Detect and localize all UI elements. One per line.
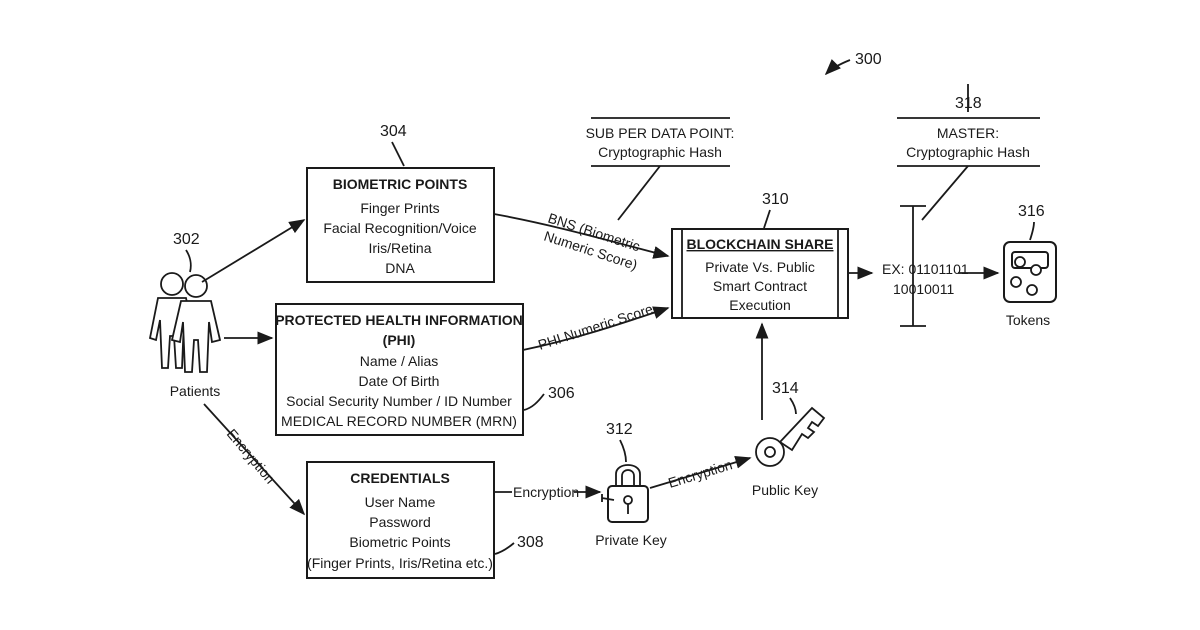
public-key-label: Public Key xyxy=(752,482,818,498)
tokens-icon xyxy=(1004,242,1056,302)
patients-icon xyxy=(150,273,220,372)
tokens-ref: 316 xyxy=(1018,203,1045,220)
master-hash-title: MASTER: xyxy=(937,125,999,141)
phi-line: Date Of Birth xyxy=(359,373,440,389)
master-hash-subtitle: Cryptographic Hash xyxy=(906,144,1030,160)
patients-to-biometric-arrow xyxy=(202,220,304,282)
biometric-ref: 304 xyxy=(380,123,407,140)
tokens-ref-pointer xyxy=(1030,222,1034,240)
patients-encryption-label: Encryption xyxy=(224,426,279,487)
private-key-ref-pointer xyxy=(620,440,626,462)
credentials-title: CREDENTIALS xyxy=(350,470,450,486)
phi-title-2: (PHI) xyxy=(383,332,416,348)
private-key-label: Private Key xyxy=(595,532,667,548)
phi-line: Social Security Number / ID Number xyxy=(286,393,512,409)
biometric-line: Iris/Retina xyxy=(368,240,431,256)
biometric-line: Facial Recognition/Voice xyxy=(323,220,477,236)
patients-ref: 302 xyxy=(173,231,200,248)
credentials-line: User Name xyxy=(365,494,436,510)
biometric-line: Finger Prints xyxy=(360,200,439,216)
credentials-line: Password xyxy=(369,514,430,530)
patients-ref-pointer xyxy=(186,250,191,272)
blockchain-ref: 310 xyxy=(762,191,789,208)
sub-hash-subtitle: Cryptographic Hash xyxy=(598,144,722,160)
public-key-ref: 314 xyxy=(772,380,799,397)
phi-score-label: PHI Numeric Score xyxy=(536,301,655,353)
phi-title: PROTECTED HEALTH INFORMATION xyxy=(275,312,523,328)
blockchain-ref-pointer xyxy=(764,210,770,228)
figure-number: 300 xyxy=(855,51,882,68)
patients-label: Patients xyxy=(170,383,221,399)
key-icon xyxy=(756,408,824,466)
private-key-ref: 312 xyxy=(606,421,633,438)
credentials-encryption-label: Encryption xyxy=(513,484,579,500)
blockchain-line: Smart Contract xyxy=(713,278,807,294)
phi-line: Name / Alias xyxy=(360,353,439,369)
credentials-ref: 308 xyxy=(517,534,544,551)
blockchain-line: Private Vs. Public xyxy=(705,259,815,275)
credentials-line: Biometric Points xyxy=(349,534,450,550)
blockchain-line: Execution xyxy=(729,297,790,313)
example-binary-line1: EX: 01101101 xyxy=(882,261,969,277)
biometric-title: BIOMETRIC POINTS xyxy=(333,176,468,192)
phi-line: MEDICAL RECORD NUMBER (MRN) xyxy=(281,413,517,429)
tokens-label: Tokens xyxy=(1006,312,1050,328)
padlock-icon xyxy=(602,465,648,522)
phi-score-label-group: PHI Numeric Score xyxy=(536,301,655,353)
phi-ref: 306 xyxy=(548,385,575,402)
sub-hash-connector xyxy=(618,166,660,220)
blockchain-title: BLOCKCHAIN SHARE xyxy=(687,236,834,252)
biometric-ref-pointer xyxy=(392,142,404,166)
public-key-ref-pointer xyxy=(790,398,796,414)
phi-ref-pointer xyxy=(524,394,544,410)
credentials-line: (Finger Prints, Iris/Retina etc.) xyxy=(307,555,493,571)
master-hash-connector xyxy=(922,166,968,220)
figure-number-pointer xyxy=(826,60,850,74)
keys-encryption-label-group: Encryption xyxy=(666,456,734,491)
patients-encryption-label-group: Encryption xyxy=(224,426,279,487)
keys-encryption-label: Encryption xyxy=(666,456,734,491)
sub-hash-title: SUB PER DATA POINT: xyxy=(586,125,735,141)
example-binary-line2: 10010011 xyxy=(893,281,954,297)
biometric-line: DNA xyxy=(385,260,415,276)
credentials-ref-pointer xyxy=(495,543,514,554)
